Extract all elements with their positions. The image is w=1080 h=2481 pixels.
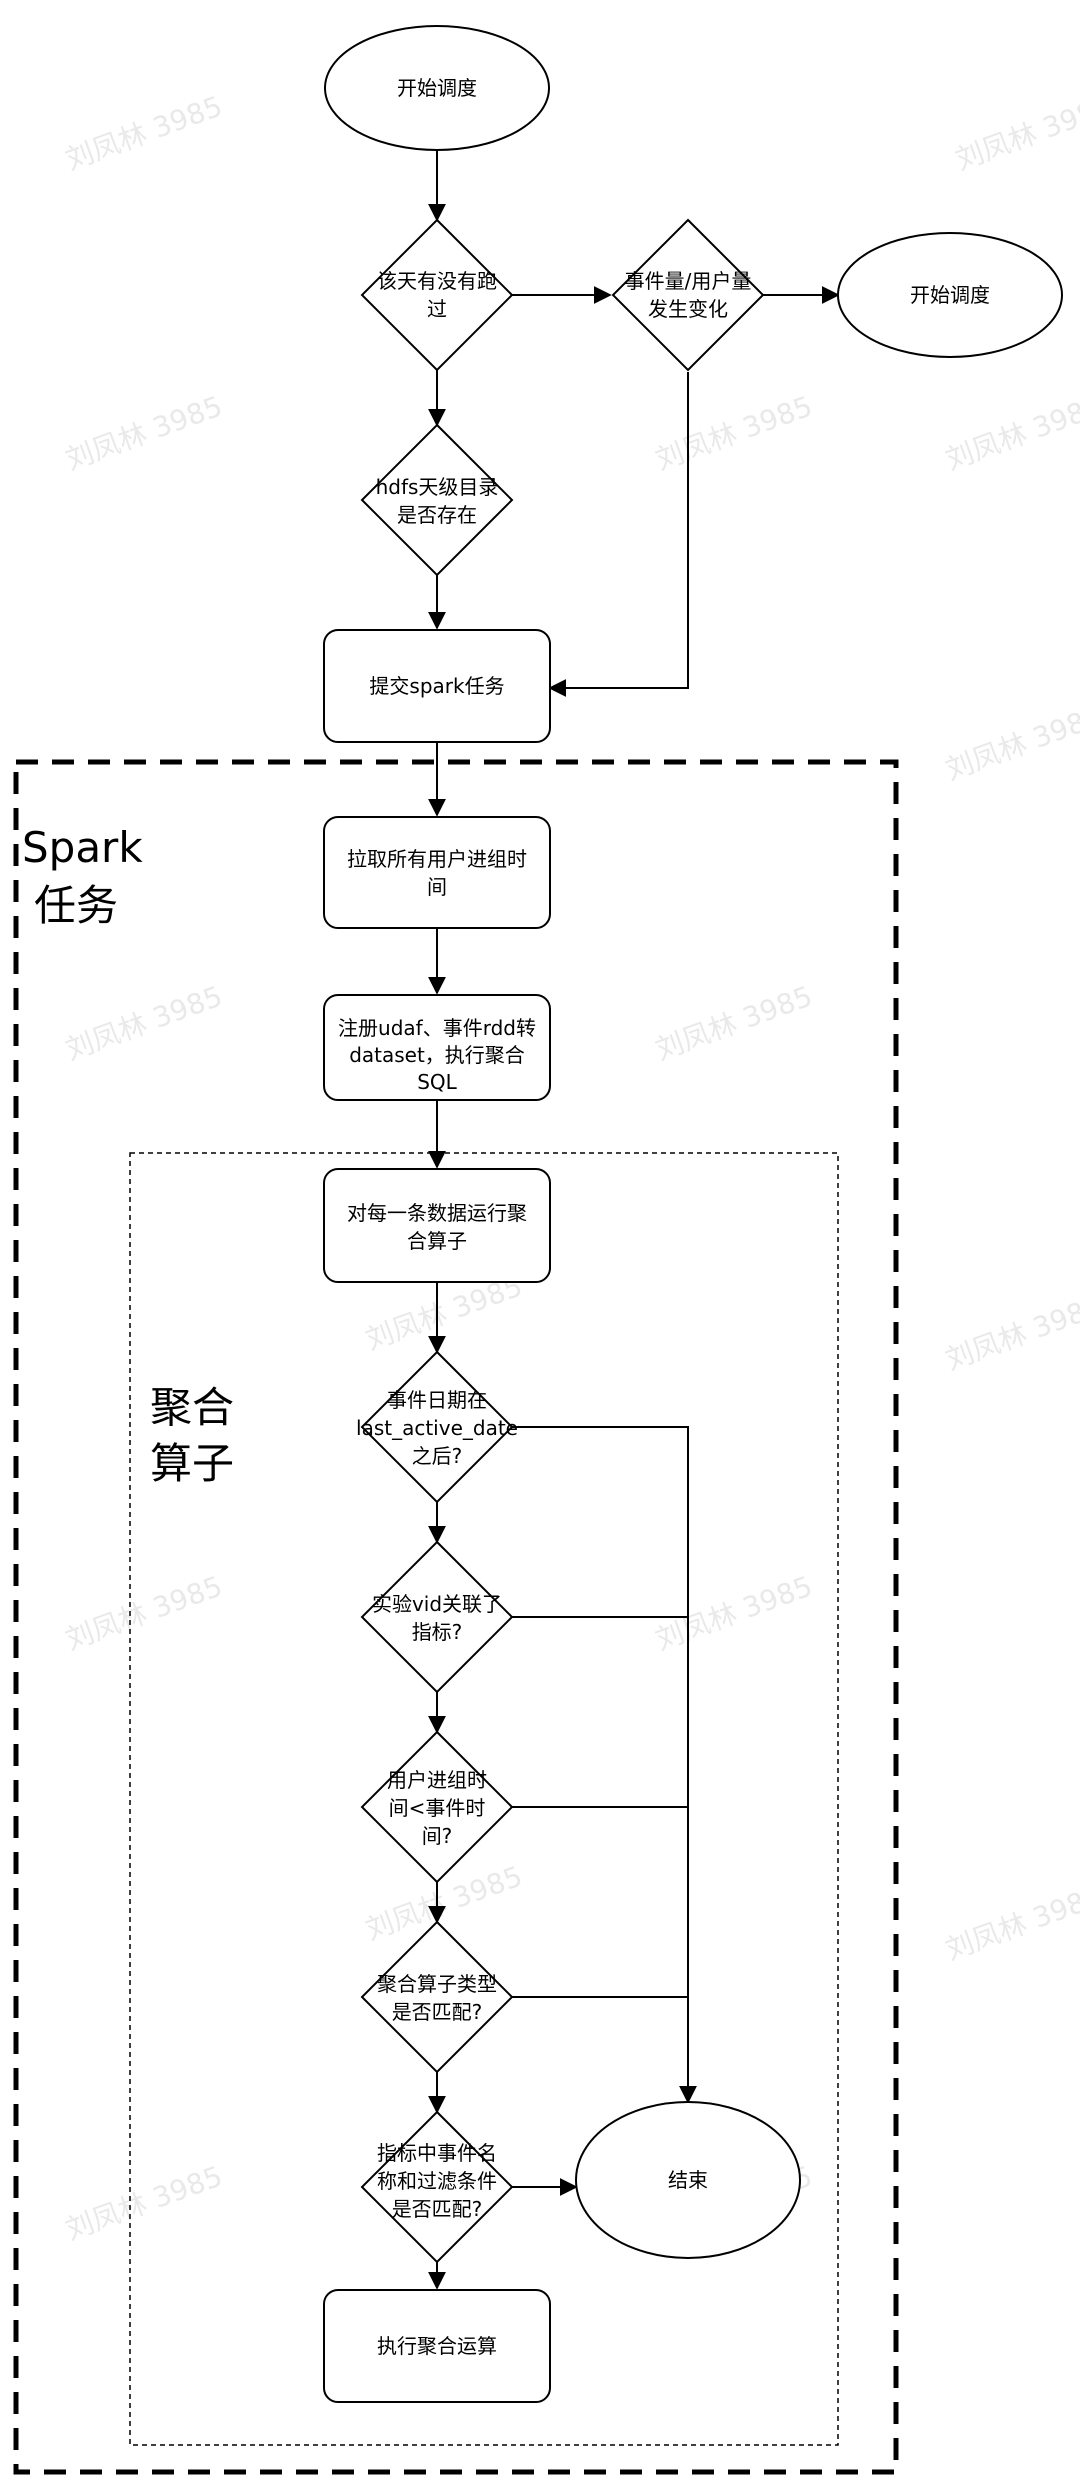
edge-change-to-submit <box>548 372 689 697</box>
decision-type-label-1: 聚合算子类型 <box>377 1972 497 1996</box>
pull-label-2: 间 <box>427 875 447 899</box>
aggregation-operator-container <box>129 1152 839 2446</box>
decision-date-label-1: 事件日期在 <box>387 1388 487 1412</box>
decision-vid-label-2: 指标? <box>412 1620 463 1644</box>
decision-ran-diamond <box>360 218 514 372</box>
watermark: 刘凤林 3985 <box>651 1569 817 1656</box>
start-label: 开始调度 <box>397 76 477 100</box>
decision-vid-label-1: 实验vid关联了 <box>372 1592 502 1616</box>
watermark: 刘凤林 3985 <box>941 699 1080 786</box>
watermark: 刘凤林 3985 <box>651 979 817 1066</box>
decision-date-label-2: last_active_date <box>356 1416 518 1440</box>
start-right-label: 开始调度 <box>910 283 990 307</box>
watermark: 刘凤林 3985 <box>651 389 817 476</box>
watermark: 刘凤林 3985 <box>61 89 227 176</box>
start-ellipse <box>324 25 550 151</box>
submit-spark-label: 提交spark任务 <box>369 674 504 698</box>
spark-container-title-line1: Spark <box>22 823 143 872</box>
decision-name-label-1: 指标中事件名 <box>377 2141 497 2165</box>
run-agg-label-2: 合算子 <box>407 1229 467 1253</box>
decision-time-label-3: 间? <box>422 1824 453 1848</box>
submit-spark-box <box>323 629 551 743</box>
decision-type-diamond <box>360 1920 514 2074</box>
watermark: 刘凤林 3985 <box>941 1879 1080 1966</box>
decision-hdfs-diamond <box>360 423 514 577</box>
agg-container-title-line2: 算子 <box>150 1439 234 1488</box>
decision-vid-diamond <box>360 1540 514 1694</box>
decision-time-label-2: 间<事件时 <box>389 1796 486 1820</box>
end-ellipse <box>575 2101 801 2259</box>
watermark: 刘凤林 3985 <box>61 979 227 1066</box>
pull-user-time-box <box>323 816 551 929</box>
nodes <box>323 25 1063 2403</box>
register-label-1: 注册udaf、事件rdd转 <box>338 1016 536 1040</box>
decision-ran-label-2: 过 <box>427 297 447 321</box>
decision-change-diamond <box>611 218 765 372</box>
decision-date-diamond <box>360 1350 514 1504</box>
decision-name-label-2: 称和过滤条件 <box>377 2169 497 2193</box>
run-aggregator-box <box>323 1168 551 1283</box>
start-right-ellipse <box>837 232 1063 358</box>
decision-hdfs-label-1: hdfs天级目录 <box>376 475 499 499</box>
run-agg-label-1: 对每一条数据运行聚 <box>347 1201 527 1225</box>
watermark: 刘凤林 3985 <box>61 1569 227 1656</box>
watermark: 刘凤林 3985 <box>941 389 1080 476</box>
edges <box>428 150 840 2290</box>
watermarks: 刘凤林 3985 刘凤林 3985 刘凤林 3985 刘凤林 3985 刘凤林 … <box>61 89 1080 2246</box>
watermark: 刘凤林 3985 <box>61 389 227 476</box>
watermark: 刘凤林 3985 <box>951 89 1080 176</box>
decision-type-label-2: 是否匹配? <box>392 2000 483 2024</box>
spark-container-title-line2: 任务 <box>34 881 118 930</box>
execute-aggregation-box <box>323 2289 551 2403</box>
pull-label-1: 拉取所有用户进组时 <box>347 847 527 871</box>
node-labels: 开始调度 该天有没有跑 过 事件量/用户量 发生变化 开始调度 hdfs天级目录… <box>338 76 990 2358</box>
edge-date-to-end <box>512 1426 697 2104</box>
end-label: 结束 <box>668 2168 708 2192</box>
decision-change-label-2: 发生变化 <box>648 297 728 321</box>
decision-change-label-1: 事件量/用户量 <box>625 269 752 293</box>
agg-container-title-line1: 聚合 <box>150 1383 234 1432</box>
decision-time-diamond <box>360 1730 514 1884</box>
register-label-2: dataset，执行聚合 <box>349 1043 525 1067</box>
decision-hdfs-label-2: 是否存在 <box>397 503 477 527</box>
decision-time-label-1: 用户进组时 <box>387 1768 487 1792</box>
execute-aggregation-label: 执行聚合运算 <box>377 2334 497 2358</box>
decision-date-label-3: 之后? <box>412 1444 463 1468</box>
register-label-3: SQL <box>417 1070 457 1094</box>
spark-task-container <box>13 759 899 2475</box>
decision-name-label-3: 是否匹配? <box>392 2197 483 2221</box>
watermark: 刘凤林 3985 <box>941 1289 1080 1376</box>
decision-ran-label-1: 该天有没有跑 <box>377 269 497 293</box>
decision-name-diamond <box>360 2110 514 2264</box>
watermark: 刘凤林 3985 <box>61 2159 227 2246</box>
register-udaf-box <box>323 994 551 1101</box>
